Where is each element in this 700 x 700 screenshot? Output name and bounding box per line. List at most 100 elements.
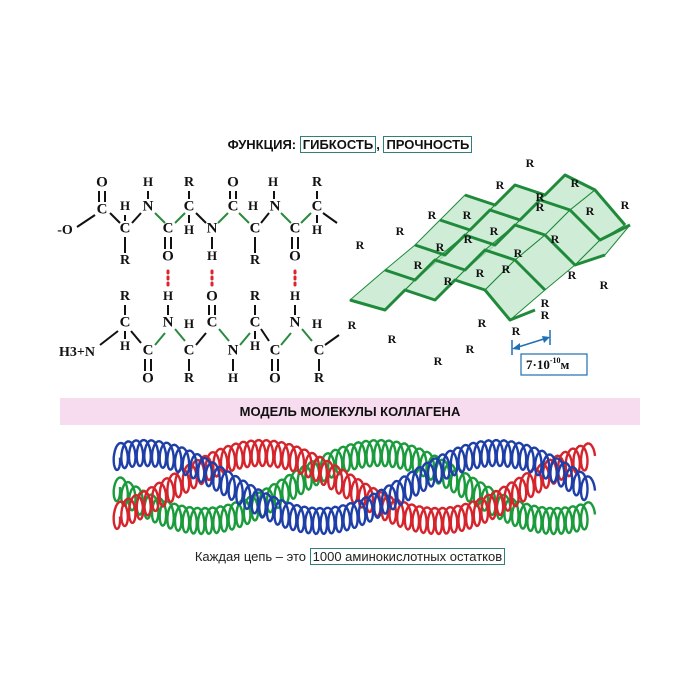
atom-n: N	[228, 342, 239, 358]
side-chain-r-label: R	[464, 232, 473, 246]
atom-c: C	[290, 220, 301, 236]
atom-h: H	[248, 198, 258, 213]
atom-c: C	[250, 314, 261, 330]
bond-line	[76, 214, 96, 228]
atom-r: R	[314, 371, 325, 386]
function-title: ФУНКЦИЯ: ГИБКОСТЬ, ПРОЧНОСТЬ	[0, 136, 700, 153]
atom-o: O	[227, 174, 239, 190]
atom-o: O	[289, 248, 301, 264]
side-chain-r-label: R	[356, 238, 365, 252]
atom-h: H	[184, 222, 194, 237]
bond-line	[217, 212, 229, 224]
side-chain-r-label: R	[466, 342, 475, 356]
atom-h: H	[143, 174, 153, 189]
bond-line	[238, 212, 250, 224]
side-chain-r-label: R	[502, 262, 511, 276]
carboxylate-end: -O	[57, 223, 73, 238]
atom-r: R	[312, 175, 323, 190]
atom-c: C	[143, 342, 154, 358]
atom-r: R	[120, 253, 131, 268]
side-chain-r-label: R	[478, 316, 487, 330]
side-chain-r-label: R	[568, 268, 577, 282]
bond-line	[324, 334, 340, 346]
side-chain-r-label: R	[600, 278, 609, 292]
side-chain-r-label: R	[551, 232, 560, 246]
atom-c: C	[312, 198, 323, 214]
side-chain-r-label: R	[621, 198, 630, 212]
bond-line	[130, 330, 142, 344]
bond-line	[154, 332, 166, 346]
bond-line	[322, 212, 338, 224]
dimension-box	[520, 353, 588, 376]
side-chain-r-label: R	[541, 308, 550, 322]
atom-o: O	[162, 248, 174, 264]
side-chain-r-label: R	[512, 324, 521, 338]
bond-line	[99, 330, 119, 346]
bond-line	[195, 212, 207, 224]
bond-line	[131, 212, 142, 224]
atom-n: N	[270, 198, 281, 214]
atom-h: H	[163, 288, 173, 303]
dimension-arrowhead-left	[512, 343, 520, 350]
atom-h: H	[268, 174, 278, 189]
side-chain-r-label: R	[436, 240, 445, 254]
atom-h: H	[120, 338, 130, 353]
chain-caption: Каждая цепь – это 1000 аминокислотных ос…	[0, 548, 700, 565]
side-chain-r-label: R	[490, 224, 499, 238]
helix-strand	[112, 438, 597, 536]
atom-o: O	[96, 174, 108, 190]
atom-c: C	[163, 220, 174, 236]
collagen-model-title: МОДЕЛЬ МОЛЕКУЛЫ КОЛЛАГЕНА	[239, 404, 461, 419]
bond-line	[109, 212, 121, 224]
dimension-value: 7·10-10м	[526, 356, 570, 372]
collagen-model-band: МОДЕЛЬ МОЛЕКУЛЫ КОЛЛАГЕНА	[60, 398, 640, 425]
bond-line	[280, 212, 292, 224]
atom-h: H	[228, 370, 238, 385]
atom-n: N	[143, 198, 154, 214]
side-chain-r-label: R	[496, 178, 505, 192]
bond-line	[300, 212, 312, 224]
side-chain-r-label: R	[428, 208, 437, 222]
side-chain-r-label: R	[526, 156, 535, 170]
atom-h: H	[120, 198, 130, 213]
dimension-exponent: -10	[550, 356, 561, 365]
atom-c: C	[120, 314, 131, 330]
bond-line	[260, 328, 270, 342]
atom-c: C	[184, 198, 195, 214]
bond-line	[195, 332, 207, 346]
helix-strand	[112, 438, 597, 536]
bond-line	[280, 332, 292, 346]
side-chain-r-label: R	[388, 332, 397, 346]
atom-c: C	[270, 342, 281, 358]
atom-h: H	[250, 338, 260, 353]
sheet-strand	[384, 248, 547, 292]
atom-c: C	[120, 220, 131, 236]
flexibility-word: ГИБКОСТЬ	[299, 136, 377, 153]
atom-h: H	[312, 316, 322, 331]
function-title-prefix: ФУНКЦИЯ:	[227, 137, 300, 152]
bond-line	[154, 212, 166, 224]
atom-r: R	[250, 253, 261, 268]
bond-line	[239, 332, 251, 346]
atom-r: R	[184, 175, 195, 190]
atom-o: O	[269, 370, 281, 386]
side-chain-r-label: R	[541, 296, 550, 310]
side-chain-r-label: R	[444, 274, 453, 288]
bond-line	[301, 328, 313, 342]
atom-c: C	[314, 342, 325, 358]
atom-c: C	[97, 201, 108, 217]
atom-h: H	[312, 222, 322, 237]
bond-line	[218, 328, 230, 342]
bond-line	[260, 212, 270, 224]
atom-r: R	[120, 289, 131, 304]
atom-o: O	[206, 288, 218, 304]
dimension-arrowhead-right	[542, 336, 550, 343]
atom-c: C	[184, 342, 195, 358]
function-title-separator: ,	[376, 137, 384, 152]
side-chain-r-label: R	[514, 246, 523, 260]
side-chain-r-label: R	[536, 200, 545, 214]
side-chain-r-label: R	[536, 190, 545, 204]
atom-n: N	[163, 314, 174, 330]
atom-r: R	[250, 289, 261, 304]
